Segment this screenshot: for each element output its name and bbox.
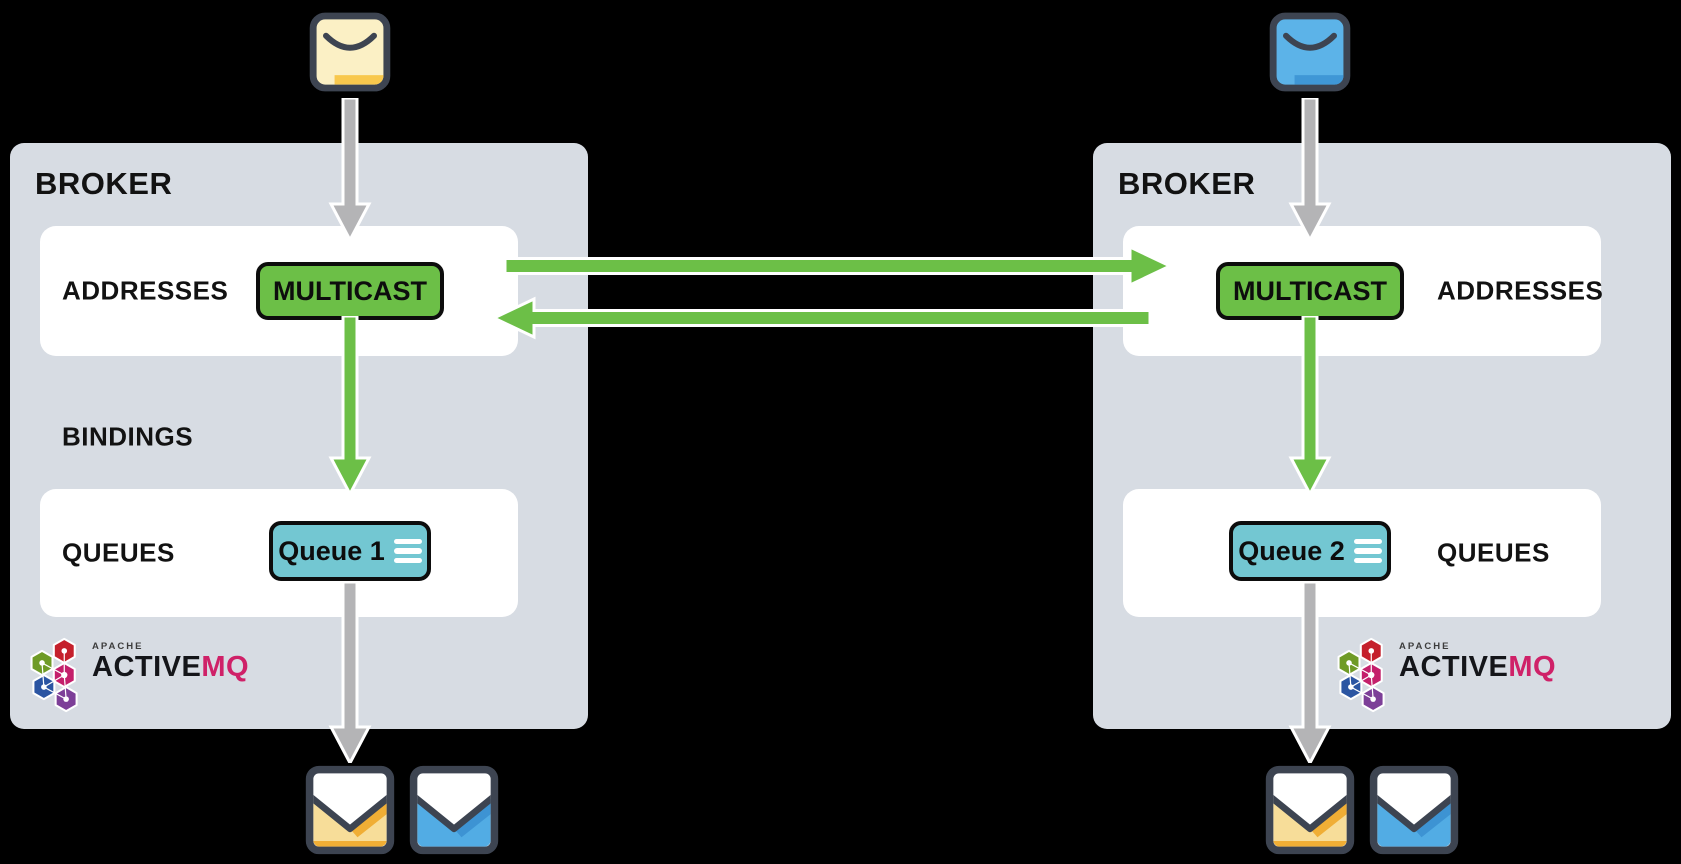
logo-mq-text: MQ (201, 651, 250, 683)
broker-1-queue: Queue 1 (269, 521, 431, 581)
arrow-broker2-to-broker1 (494, 296, 1150, 340)
consumer-envelope-blue-icon (407, 763, 501, 857)
logo-brand-text: ACTIVEMQ (92, 652, 249, 682)
broker-2-queues-label: QUEUES (1437, 537, 1550, 568)
queue-list-icon (393, 538, 422, 564)
consumer-envelope-blue-icon (1367, 763, 1461, 857)
arrow-producer-to-broker2 (1288, 98, 1332, 240)
broker-1-multicast-address: MULTICAST (256, 262, 444, 320)
arrow-multicast-to-queue1 (328, 316, 372, 494)
logo-active-text: ACTIVE (1399, 651, 1509, 683)
activemq-hexagon-icon (30, 637, 78, 713)
consumer-envelope-yellow-icon (303, 763, 397, 857)
broker-1-queue-label: Queue 1 (278, 535, 385, 566)
logo-active-text: ACTIVE (92, 651, 202, 683)
producer-envelope-yellow-icon (307, 10, 393, 94)
logo-brand-text: ACTIVEMQ (1399, 652, 1556, 682)
activemq-logo-left: APACHE ACTIVEMQ (28, 637, 249, 713)
broker-2-queue: Queue 2 (1229, 521, 1391, 581)
logo-mq-text: MQ (1508, 651, 1557, 683)
broker-2-addresses-label: ADDRESSES (1437, 275, 1604, 306)
arrow-queue1-to-consumer (328, 582, 372, 763)
broker-2-multicast-label: MULTICAST (1233, 275, 1387, 306)
arrow-producer-to-broker1 (328, 98, 372, 240)
broker-2-multicast-address: MULTICAST (1216, 262, 1404, 320)
arrow-multicast-to-queue2 (1288, 316, 1332, 494)
broker-1-bindings-label: BINDINGS (62, 421, 194, 452)
consumer-envelope-yellow-icon (1263, 763, 1357, 857)
logo-apache-text: APACHE (1399, 641, 1451, 652)
activemq-hexagon-icon (1337, 637, 1385, 713)
broker-2-title: BROKER (1118, 166, 1256, 201)
broker-1-addresses-label: ADDRESSES (62, 275, 229, 306)
broker-1-multicast-label: MULTICAST (273, 275, 427, 306)
producer-envelope-blue-icon (1267, 10, 1353, 94)
logo-apache-text: APACHE (92, 641, 144, 652)
activemq-logo-right: APACHE ACTIVEMQ (1335, 637, 1556, 713)
arrow-broker1-to-broker2 (505, 244, 1170, 288)
broker-2-queue-label: Queue 2 (1238, 535, 1345, 566)
queue-list-icon (1353, 538, 1382, 564)
broker-1-title: BROKER (35, 166, 173, 201)
arrow-queue2-to-consumer (1288, 582, 1332, 763)
broker-1-queues-label: QUEUES (62, 537, 175, 568)
